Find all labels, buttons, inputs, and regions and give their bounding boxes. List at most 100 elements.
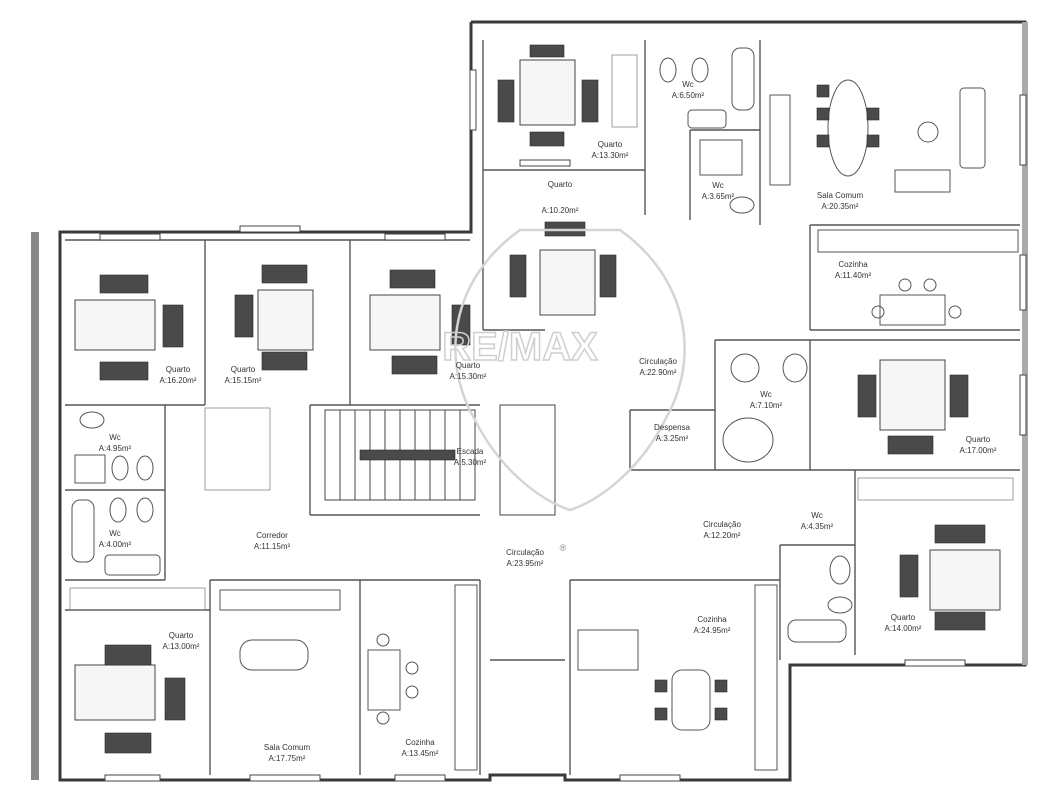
room-label: Quarto [456, 361, 481, 370]
armchair-icon [894, 169, 951, 193]
nightstand-icon [389, 269, 436, 289]
room-area: A:17.75m² [269, 754, 306, 763]
bathtub-icon [731, 47, 755, 111]
room-label: Wc [109, 529, 121, 538]
sofa-icon [959, 87, 986, 169]
desk-icon [234, 294, 254, 338]
chair-icon [816, 107, 830, 121]
room-area: A:4.95m² [99, 444, 132, 453]
windows [99, 69, 1027, 782]
sideboard-icon [769, 94, 791, 186]
room-area: A:13.30m² [592, 151, 629, 160]
toilet-icon [659, 57, 677, 83]
exterior-wall-right [1022, 22, 1028, 665]
room-area: A:24.95m² [694, 626, 731, 635]
chair-icon [816, 84, 830, 98]
room-label: Sala Comum [817, 191, 864, 200]
dining-table-icon [239, 639, 309, 671]
toilet-icon [136, 455, 154, 481]
room-area: A:7.10m² [750, 401, 783, 410]
room-area: A:11.15m² [254, 542, 291, 551]
toilet-icon [782, 353, 808, 383]
room-area: A:3.65m² [702, 192, 735, 201]
corner-bathtub-icon [722, 417, 774, 463]
kitchen-island-icon [879, 294, 946, 326]
bed-icon [257, 289, 314, 351]
room-area: A:20.35m² [822, 202, 859, 211]
dining-table-icon [827, 79, 869, 177]
room-label: Wc [760, 390, 772, 399]
desk-icon [529, 131, 565, 147]
chair-icon [866, 107, 880, 121]
room-area: A:12.20m² [704, 531, 741, 540]
room-area: A:4.00m² [99, 540, 132, 549]
kitchen-counter-icon [754, 584, 778, 771]
room-label: Circulação [703, 520, 741, 529]
room-label: Cozinha [697, 615, 727, 624]
nightstand-icon [599, 254, 617, 298]
nightstand-icon [391, 355, 438, 375]
bathtub-icon [787, 619, 847, 643]
room-label: Quarto [548, 180, 573, 189]
sink-icon [730, 353, 760, 383]
room-label: Quarto [166, 365, 191, 374]
nightstand-icon [581, 79, 599, 123]
bed-icon [519, 59, 576, 126]
bidet-icon [111, 455, 129, 481]
bed-icon [879, 359, 946, 431]
bathtub-icon [71, 499, 95, 563]
chair-icon [654, 707, 668, 721]
dresser-icon [529, 44, 565, 58]
sink-icon [104, 554, 161, 576]
bed-icon [929, 549, 1001, 611]
table-icon [367, 649, 401, 711]
watermark-brand: RE/MAX [442, 325, 598, 369]
nightstand-icon [261, 351, 308, 371]
room-area: A:16.20m² [160, 376, 197, 385]
dresser-icon [934, 524, 986, 544]
bathroom-fixtures [71, 47, 853, 643]
bidet-icon [691, 57, 709, 83]
room-area: A:23.95m² [507, 559, 544, 568]
room-area: A:15.15m² [225, 376, 262, 385]
room-area: A:17.00m² [960, 446, 997, 455]
sofa-icon [577, 629, 639, 671]
room-area: A:13.45m² [402, 749, 439, 758]
room-label: Quarto [598, 140, 623, 149]
room-area: A:15.30m² [450, 372, 487, 381]
exterior-walls [31, 20, 1028, 782]
room-label: Circulação [506, 548, 544, 557]
nightstand-icon [857, 374, 877, 418]
room-area: A:11.40m² [835, 271, 872, 280]
dining-table-icon [671, 669, 711, 731]
room-area: A:6.50m² [672, 91, 705, 100]
room-area: A:10.20m² [542, 206, 579, 215]
bed-icon [539, 249, 596, 316]
nightstand-icon [899, 554, 919, 598]
nightstand-icon [104, 732, 152, 754]
desk-icon [162, 304, 184, 348]
room-area: A:5.30m² [454, 458, 487, 467]
room-label: Quarto [891, 613, 916, 622]
stair-handrail-icon [359, 449, 456, 461]
nightstand-icon [949, 374, 969, 418]
bed-icon [74, 664, 156, 721]
room-label: Cozinha [405, 738, 435, 747]
toilet-icon [827, 596, 853, 614]
room-area: A:13.00m² [163, 642, 200, 651]
bidet-icon [109, 497, 127, 523]
room-label: Wc [682, 80, 694, 89]
sink-icon [829, 555, 851, 585]
exterior-wall-hatch [31, 232, 39, 780]
toilet-icon [136, 497, 154, 523]
shower-icon [699, 139, 743, 176]
room-area: A:4.35m² [801, 522, 834, 531]
wardrobe-icon [497, 79, 515, 123]
room-label: Sala Comum [264, 743, 311, 752]
bed-icon [369, 294, 441, 351]
room-label: Corredor [256, 531, 288, 540]
room-label: Quarto [966, 435, 991, 444]
sink-icon [79, 411, 105, 429]
kitchen-counter-icon [454, 584, 478, 771]
desk-icon [934, 611, 986, 631]
